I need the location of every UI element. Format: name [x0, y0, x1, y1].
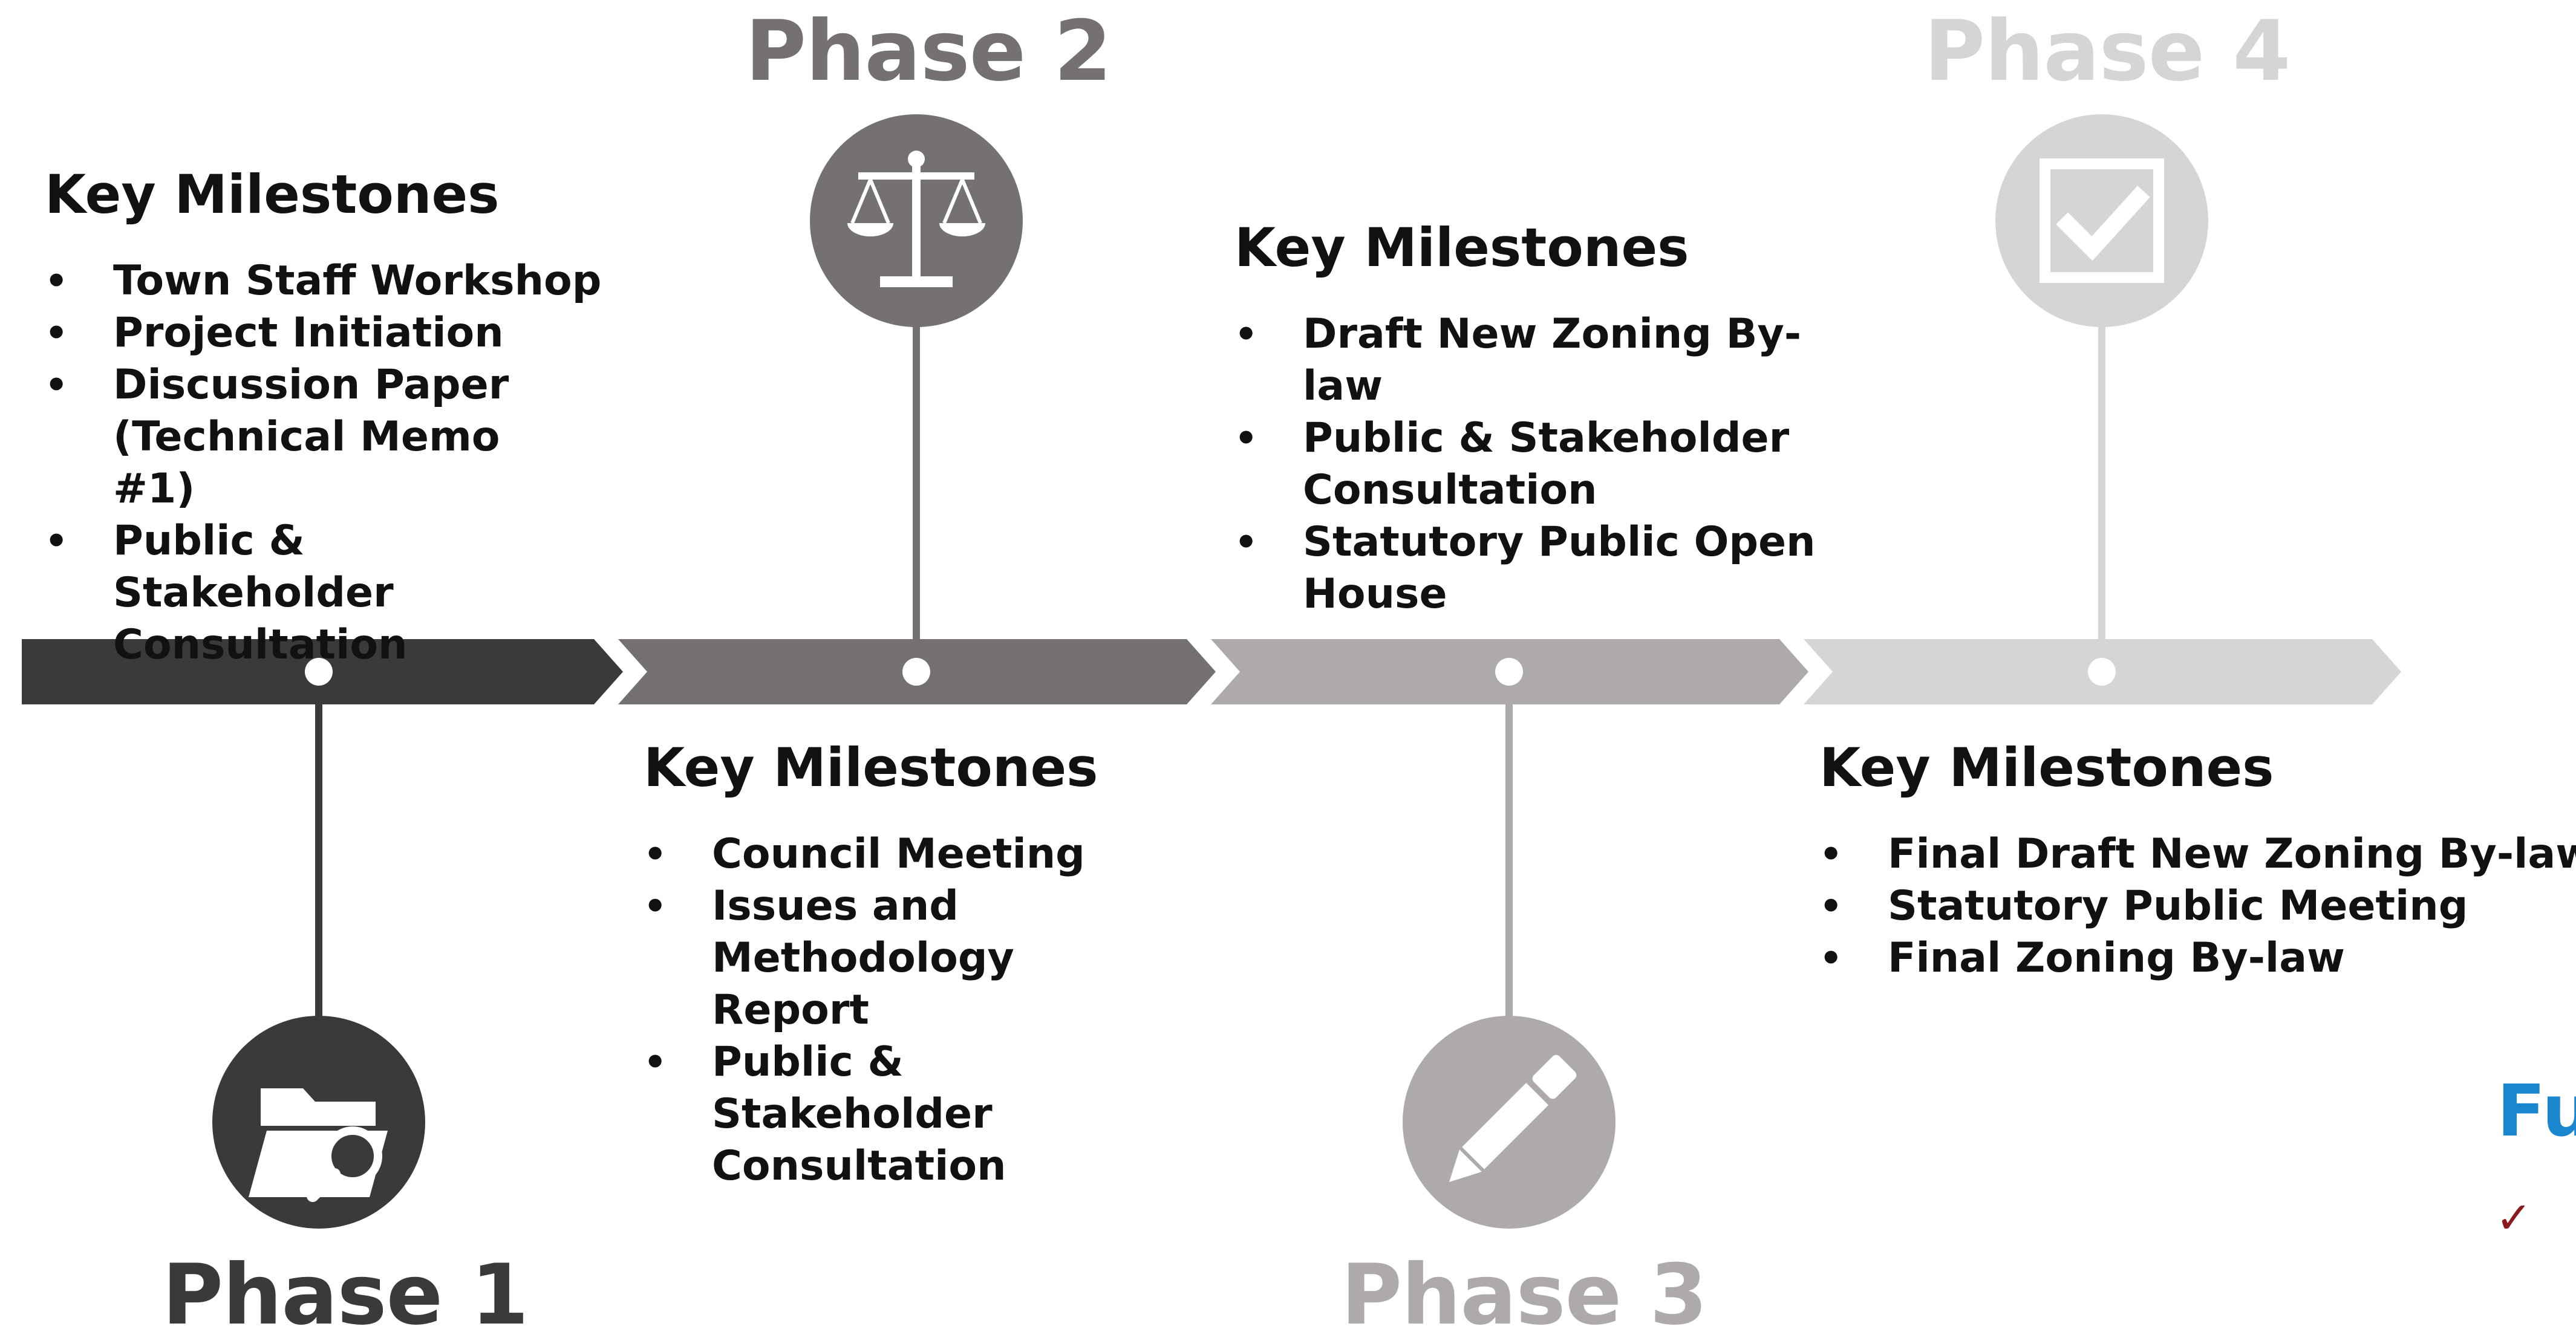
phase-1-icon-badge [212, 1016, 425, 1229]
milestone-item: Draft New Zoning By-law [1234, 308, 1876, 412]
milestone-item: Discussion Paper (Technical Memo #1) [45, 359, 536, 515]
check-mark-icon: ✓ [2496, 1192, 2532, 1243]
milestones-heading: Key Milestones [45, 163, 500, 226]
phase-3-icon-badge [1403, 1016, 1616, 1229]
milestones-list: Town Staff Workshop Project Initiation D… [45, 255, 625, 671]
scales-of-justice-icon [847, 151, 985, 287]
phase-4-title: Phase 4 [1924, 2, 2291, 100]
milestones-list: Draft New Zoning By-law Public & Stakeho… [1234, 308, 1876, 620]
phase-3-title: Phase 3 [1341, 1246, 1707, 1332]
milestone-item: Issues and Methodology Report [644, 880, 1172, 1036]
folder-search-icon [249, 1088, 388, 1202]
milestone-item: Council Meeting [644, 828, 1200, 880]
phase-4-dot [2088, 658, 2116, 686]
phase-3-dot [1495, 658, 1523, 686]
milestone-item: Final Zoning By-law [1819, 932, 2563, 984]
phase-2-milestones: Key Milestones Council Meeting Issues an… [644, 738, 1200, 1192]
milestone-item: Public & Stakeholder Consultation [45, 515, 561, 671]
phase-4-milestones: Key Milestones Final Draft New Zoning By… [1819, 736, 2576, 985]
phase-1-milestones: Key Milestones Town Staff Workshop Proje… [45, 164, 625, 671]
milestones-list: Final Draft New Zoning By-law Statutory … [1819, 828, 2576, 984]
milestone-item: Public & Stakeholder Consultation [644, 1036, 1172, 1192]
pencil-icon [1449, 1054, 1577, 1182]
milestones-heading: Key Milestones [644, 736, 1098, 799]
milestone-item: Statutory Public Meeting [1819, 880, 2563, 932]
checkbox-checked-icon [2040, 158, 2164, 283]
milestone-item: Statutory Public Open House [1234, 516, 1823, 620]
milestone-item: Final Draft New Zoning By-law [1819, 828, 2576, 880]
phase-2-dot [902, 658, 930, 686]
milestones-heading: Key Milestones [1234, 216, 1689, 279]
phase-2-title: Phase 2 [745, 2, 1112, 100]
phase-3-milestones: Key Milestones Draft New Zoning By-law P… [1234, 218, 1876, 620]
milestones-heading: Key Milestones [1819, 736, 2274, 799]
phase-4-icon-badge [1995, 114, 2208, 327]
milestone-item: Public & Stakeholder Consultation [1234, 412, 1823, 516]
milestones-list: Council Meeting Issues and Methodology R… [644, 828, 1200, 1192]
cutoff-heading: Fu [2497, 1069, 2576, 1152]
phase-2-icon-badge [810, 114, 1023, 327]
phase-1-title: Phase 1 [162, 1246, 529, 1332]
milestone-item: Project Initiation [45, 307, 625, 359]
milestone-item: Town Staff Workshop [45, 255, 625, 307]
